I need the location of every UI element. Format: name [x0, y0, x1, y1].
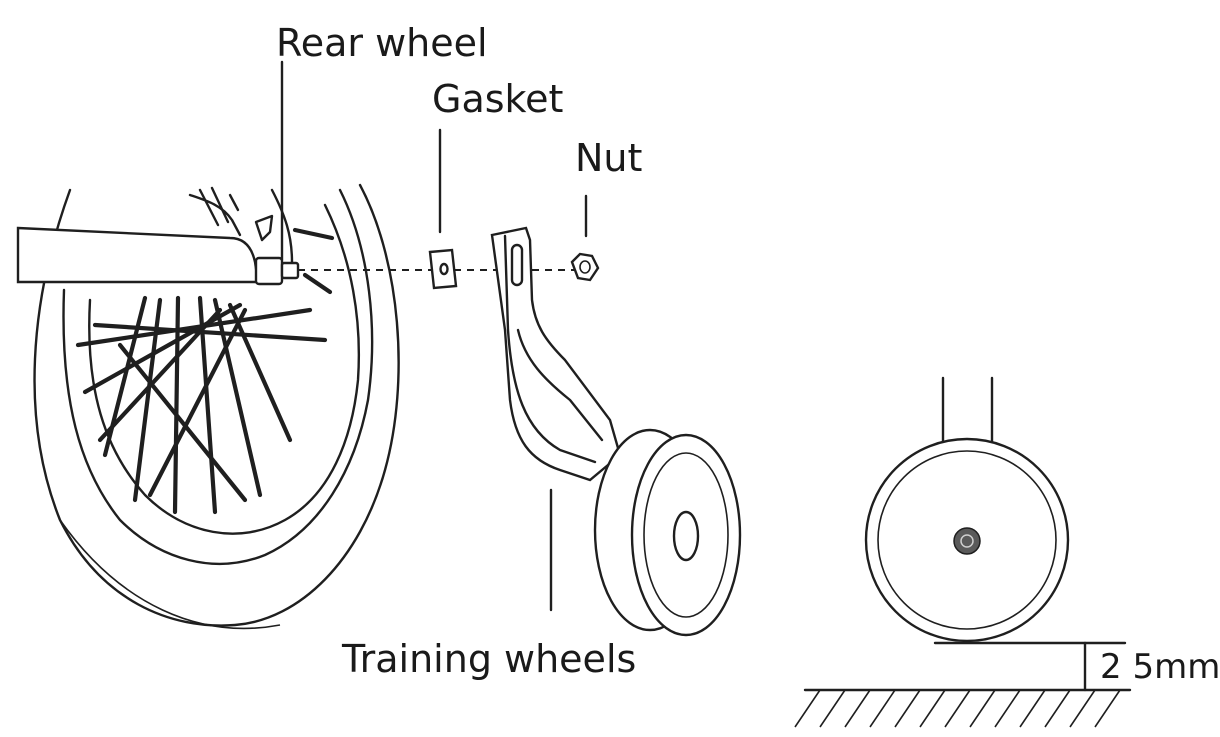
- bracket-slot: [510, 243, 524, 287]
- side-view: [794, 376, 1132, 728]
- rear-wheel: [16, 183, 400, 630]
- bike-frame-dropout: [188, 193, 242, 237]
- rear-axle-end: [280, 261, 300, 280]
- side-view-hub: [953, 527, 981, 555]
- ground-hatching: [794, 689, 1121, 728]
- rear-wheel-tyre-edge: [59, 519, 281, 630]
- rear-wheel-spokes: [75, 227, 335, 515]
- bike-frame-chainstay: [16, 226, 260, 284]
- training-wheel-hub-ring: [643, 452, 729, 618]
- nut-label: Nut: [575, 136, 643, 180]
- chain-guard-tab: [254, 214, 274, 242]
- bike-frame-brace: [198, 186, 240, 227]
- rear-axle-nut: [254, 256, 284, 286]
- gasket-label: Gasket: [432, 77, 564, 121]
- training-wheels-label: Training wheels: [342, 637, 637, 681]
- rear-wheel-tyre-inner: [62, 188, 374, 566]
- gasket-part: [428, 128, 458, 290]
- training-wheel-assembly: [490, 226, 742, 637]
- clearance-label: 2 5mm: [1100, 647, 1220, 687]
- training-wheel-hub: [672, 510, 700, 562]
- bracket-ridge: [516, 328, 604, 442]
- rear-wheel-tyre-outer: [33, 183, 400, 627]
- bike-frame-stay: [270, 188, 294, 264]
- nut-part: [570, 194, 600, 282]
- rear-wheel-label: Rear wheel: [276, 21, 488, 65]
- bracket-inner-line: [503, 234, 597, 464]
- side-view-wheel-inner: [877, 450, 1057, 630]
